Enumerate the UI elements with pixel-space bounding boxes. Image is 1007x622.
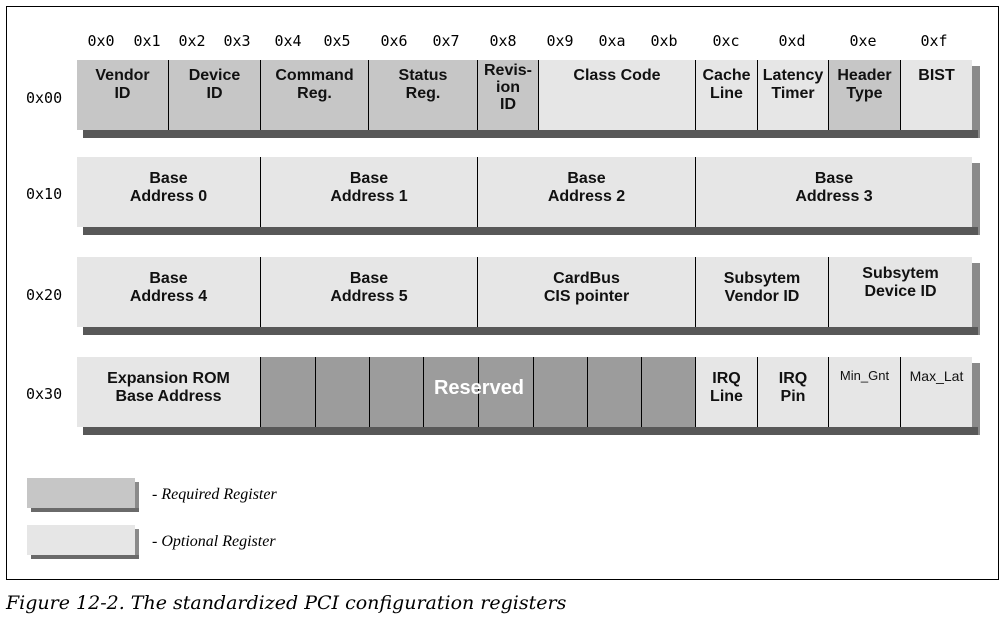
reserved-segment xyxy=(533,357,588,427)
register-vendor-id: Vendor ID xyxy=(77,60,169,130)
register-row-0x20: Base Address 4 Base Address 5 CardBus CI… xyxy=(77,257,980,335)
row-offset-label: 0x20 xyxy=(26,286,63,304)
register-row-0x10: Base Address 0 Base Address 1 Base Addre… xyxy=(77,157,980,235)
register-revision-id: Revis- ion ID xyxy=(478,60,539,130)
col-label: 0x9 xyxy=(546,32,574,50)
legend-optional-label: - Optional Register xyxy=(152,533,276,550)
register-subsystem-vendor-id: Subsytem Vendor ID xyxy=(696,257,829,327)
row-shadow xyxy=(83,427,978,435)
register-command: Command Reg. xyxy=(261,60,369,130)
register-status: Status Reg. xyxy=(369,60,478,130)
register-irq-pin: IRQ Pin xyxy=(758,357,829,427)
register-base-address-0: Base Address 0 xyxy=(77,157,261,227)
legend-required-swatch xyxy=(27,478,139,512)
register-base-address-4: Base Address 4 xyxy=(77,257,261,327)
legend-required-label: - Required Register xyxy=(152,486,277,503)
row-shadow xyxy=(972,66,980,138)
col-label: 0x0 xyxy=(87,32,115,50)
register-min-gnt: Min_Gnt xyxy=(829,357,901,427)
reserved-segment xyxy=(261,357,316,427)
col-label: 0x1 xyxy=(133,32,161,50)
reserved-segment xyxy=(315,357,370,427)
register-device-id: Device ID xyxy=(169,60,261,130)
register-base-address-3: Base Address 3 xyxy=(696,157,972,227)
register-latency-timer: Latency Timer xyxy=(758,60,829,130)
row-shadow xyxy=(83,130,978,138)
register-max-lat: Max_Lat xyxy=(901,357,972,427)
register-row-0x30: Expansion ROM Base Address Reserved IRQ … xyxy=(77,357,980,435)
col-label: 0x3 xyxy=(223,32,251,50)
diagram-frame xyxy=(6,6,999,580)
register-base-address-1: Base Address 1 xyxy=(261,157,478,227)
row-shadow xyxy=(83,327,978,335)
reserved-segment xyxy=(478,357,534,427)
col-label: 0xf xyxy=(920,32,948,50)
row-shadow xyxy=(83,227,978,235)
col-label: 0x2 xyxy=(178,32,206,50)
legend-optional-swatch xyxy=(27,525,139,559)
col-label: 0x6 xyxy=(380,32,408,50)
register-row-0x00: Vendor ID Device ID Command Reg. Status … xyxy=(77,60,980,138)
register-cardbus-cis-pointer: CardBus CIS pointer xyxy=(478,257,696,327)
row-shadow xyxy=(972,263,980,335)
register-header-type: Header Type xyxy=(829,60,901,130)
register-subsystem-device-id: Subsytem Device ID xyxy=(829,257,972,327)
reserved-segment xyxy=(369,357,424,427)
reserved-label: Reserved xyxy=(433,377,525,399)
reserved-segment xyxy=(423,357,479,427)
register-base-address-2: Base Address 2 xyxy=(478,157,696,227)
row-offset-label: 0x10 xyxy=(26,185,63,203)
col-label: 0xc xyxy=(712,32,740,50)
row-offset-label: 0x30 xyxy=(26,385,63,403)
register-irq-line: IRQ Line xyxy=(696,357,758,427)
row-offset-label: 0x00 xyxy=(26,89,63,107)
col-label: 0x8 xyxy=(489,32,517,50)
reserved-segment xyxy=(587,357,642,427)
figure-caption: Figure 12-2. The standardized PCI config… xyxy=(6,592,567,614)
col-label: 0x4 xyxy=(274,32,302,50)
col-label: 0x7 xyxy=(432,32,460,50)
col-label: 0xe xyxy=(849,32,877,50)
register-reserved: Reserved xyxy=(261,357,696,427)
col-label: 0x5 xyxy=(323,32,351,50)
row-shadow xyxy=(972,163,980,235)
register-bist: BIST xyxy=(901,60,972,130)
row-shadow xyxy=(972,363,980,435)
col-label: 0xa xyxy=(598,32,626,50)
register-expansion-rom-base-address: Expansion ROM Base Address xyxy=(77,357,261,427)
col-label: 0xd xyxy=(778,32,806,50)
col-label: 0xb xyxy=(650,32,678,50)
register-class-code: Class Code xyxy=(539,60,696,130)
register-base-address-5: Base Address 5 xyxy=(261,257,478,327)
register-cache-line: Cache Line xyxy=(696,60,758,130)
